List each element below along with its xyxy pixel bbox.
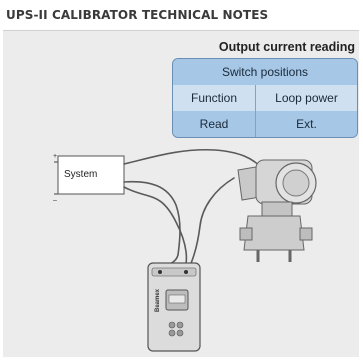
minus-terminal-label: –: [53, 197, 57, 204]
page-header: UPS-II CALIBRATOR TECHNICAL NOTES: [6, 8, 269, 22]
loop-power-value: Ext.: [296, 117, 317, 131]
switch-table-title-row: Switch positions: [173, 59, 357, 86]
function-value: Read: [173, 111, 256, 137]
switch-table-header-row: Function Loop power: [173, 85, 357, 112]
system-box: [57, 155, 125, 195]
pressure-transmitter: [237, 159, 317, 262]
plus-terminal-label: +: [53, 153, 57, 160]
column-header-loop-power: Loop power: [275, 91, 338, 105]
wires: [123, 148, 263, 271]
system-label: System: [64, 169, 98, 180]
calibrator-device: Beamex: [147, 262, 201, 352]
switch-positions-table: Switch positions Function Loop power Rea…: [172, 58, 358, 138]
calibrator-brand-label: Beamex: [155, 288, 161, 312]
system-terminals: + –: [53, 153, 58, 204]
diagram-subtitle: Output current reading: [218, 40, 355, 54]
switch-table-title: Switch positions: [221, 65, 309, 79]
column-header-function: Function: [173, 85, 256, 111]
switch-table-value-row: Read Ext.: [173, 111, 357, 137]
